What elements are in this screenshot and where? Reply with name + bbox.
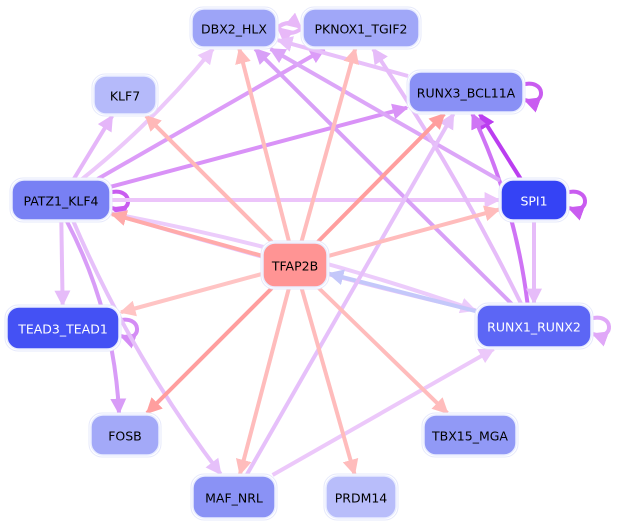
node-label: FOSB (108, 429, 142, 444)
node-box (93, 75, 157, 115)
edge-runx1-runx2-to-runx1-runx2 (588, 315, 611, 347)
node-spi1[interactable]: SPI1 (498, 177, 570, 223)
edge-spi1-to-runx3-bcl11a (478, 112, 523, 181)
node-box (408, 71, 524, 113)
node-tbx15-mga[interactable]: TBX15_MGA (421, 412, 519, 458)
node-label: TBX15_MGA (431, 429, 508, 444)
node-label: TFAP2B (271, 259, 318, 274)
node-label: PKNOX1_TGIF2 (314, 22, 407, 37)
edge-dbx2-hlx-to-pknox1-tgif2 (275, 12, 303, 30)
node-box (325, 475, 397, 519)
edge-runx1-runx2-to-tfap2b (327, 269, 477, 314)
edge-pknox1-tgif2-to-dbx2-hlx (276, 26, 304, 44)
node-maf-nrl[interactable]: MAF_NRL (190, 473, 278, 521)
edge-maf-nrl-to-runx3-bcl11a (244, 112, 456, 476)
edge-tfap2b-to-fosb (145, 286, 274, 415)
node-patz1-klf4[interactable]: PATZ1_KLF4 (9, 177, 113, 223)
node-runx3-bcl11a[interactable]: RUNX3_BCL11A (406, 69, 526, 115)
node-label: TEAD3_TEAD1 (17, 322, 108, 337)
node-label: RUNX1_RUNX2 (487, 320, 581, 335)
node-klf7[interactable]: KLF7 (91, 73, 159, 117)
edge-tfap2b-to-pknox1-tgif2 (299, 47, 359, 243)
node-label: SPI1 (520, 194, 547, 209)
node-runx1-runx2[interactable]: RUNX1_RUNX2 (474, 302, 594, 350)
node-label: DBX2_HLX (201, 22, 267, 37)
node-label: RUNX3_BCL11A (417, 86, 516, 101)
edge-spi1-to-dbx2-hlx (269, 47, 501, 183)
node-box (192, 475, 276, 519)
node-fosb[interactable]: FOSB (88, 412, 162, 458)
edge-spi1-to-spi1 (564, 189, 587, 221)
node-prdm14[interactable]: PRDM14 (323, 473, 399, 521)
edge-patz1-klf4-to-maf-nrl (71, 220, 223, 476)
edge-maf-nrl-to-runx1-runx2 (271, 347, 496, 477)
node-box (6, 306, 120, 350)
node-box (423, 414, 517, 456)
edge-tfap2b-to-prdm14 (299, 287, 359, 476)
node-label: PRDM14 (335, 491, 388, 506)
node-box (262, 242, 328, 288)
edge-tfap2b-to-tbx15-mga (317, 286, 449, 415)
edge-patz1-klf4-to-pknox1-tgif2 (96, 47, 326, 181)
node-box (90, 414, 160, 456)
edge-patz1-klf4-to-runx3-bcl11a (110, 103, 409, 189)
node-box (500, 179, 568, 221)
edge-runx3-bcl11a-to-runx3-bcl11a (520, 81, 543, 113)
edge-tead3-tead1-to-tead3-tead1 (116, 317, 139, 349)
node-pknox1-tgif2[interactable]: PKNOX1_TGIF2 (300, 6, 422, 50)
node-tead3-tead1[interactable]: TEAD3_TEAD1 (4, 304, 122, 352)
node-box (302, 8, 420, 48)
node-box (476, 304, 592, 348)
node-box (191, 8, 277, 48)
edge-patz1-klf4-to-tead3-tead1 (54, 220, 71, 307)
edge-runx1-runx2-to-pknox1-tgif2 (371, 47, 524, 305)
edge-tfap2b-to-maf-nrl (235, 287, 291, 476)
node-dbx2-hlx[interactable]: DBX2_HLX (189, 6, 279, 50)
edge-tfap2b-to-dbx2-hlx (235, 47, 292, 243)
edge-tfap2b-to-klf7 (144, 114, 274, 244)
edge-tfap2b-to-tead3-tead1 (119, 272, 263, 317)
node-label: MAF_NRL (205, 491, 263, 506)
edge-tfap2b-to-patz1-klf4 (110, 210, 263, 258)
edge-tfap2b-to-runx3-bcl11a (316, 112, 446, 244)
edge-patz1-klf4-to-klf7 (72, 114, 114, 181)
edge-tfap2b-to-spi1 (327, 205, 501, 258)
node-label: PATZ1_KLF4 (23, 194, 98, 209)
node-box (11, 179, 111, 221)
node-tfap2b[interactable]: TFAP2B (260, 240, 330, 290)
node-label: KLF7 (110, 89, 140, 104)
